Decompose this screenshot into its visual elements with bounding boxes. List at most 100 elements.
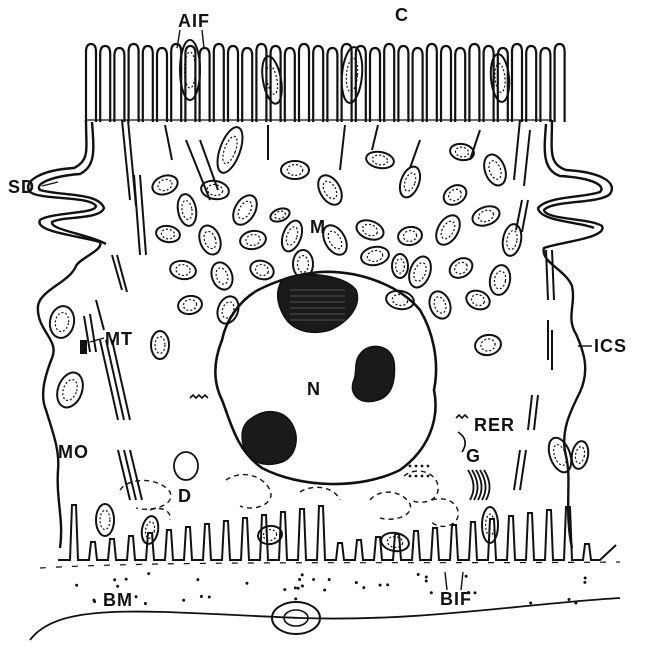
- microtubule: [140, 175, 146, 255]
- mitochondrion-outer: [360, 245, 391, 268]
- microvillus: [327, 48, 337, 122]
- mitochondrion-outer: [470, 203, 502, 229]
- vesicle: [421, 475, 424, 478]
- mitochondrion-cristae: [480, 338, 496, 352]
- bm-fibril: [246, 582, 248, 584]
- mitochondrion: [431, 211, 464, 249]
- mitochondrion: [169, 259, 198, 281]
- mitochondrion: [544, 435, 575, 476]
- mitochondrion: [47, 304, 76, 340]
- mitochondrion: [155, 224, 181, 244]
- mitochondrion: [239, 229, 268, 251]
- septate-desmosome-fold: [39, 122, 106, 244]
- mitochondrion: [473, 333, 502, 357]
- mitochondrion-cristae: [455, 146, 470, 158]
- label-ics: ICS: [594, 337, 627, 355]
- vesicle: [427, 475, 430, 478]
- aif-leader-right: [202, 30, 204, 48]
- bm-fibril: [135, 596, 137, 598]
- mitochondrion-cristae: [403, 230, 418, 243]
- microtubule: [534, 395, 538, 430]
- mitochondrion-outer: [208, 259, 236, 292]
- label-mt: MT: [105, 330, 133, 348]
- mitochondrion-outer: [151, 331, 169, 359]
- label-g: G: [466, 447, 481, 465]
- mitochondrion-cristae: [494, 63, 506, 93]
- mitochondrion: [397, 225, 424, 247]
- mitochondrion-cristae: [161, 228, 176, 240]
- mitochondrion-cristae: [487, 159, 504, 181]
- bm-fibril: [183, 599, 185, 601]
- mitochondrion-outer: [365, 150, 395, 171]
- mitochondrion-cristae: [298, 256, 309, 273]
- bm-upper-edge: [40, 562, 620, 568]
- bm-fibril: [355, 582, 357, 584]
- bm-fibril: [584, 577, 586, 579]
- bm-fibril: [430, 592, 432, 594]
- mitochondrion: [488, 263, 513, 296]
- mitochondrion-outer: [177, 294, 204, 316]
- bm-fibril: [575, 602, 577, 604]
- bm-fibril: [425, 576, 427, 578]
- bm-fibril: [530, 602, 532, 604]
- bm-fibril: [568, 599, 570, 601]
- microtubule: [96, 300, 104, 330]
- mitochondrion-outer: [248, 257, 277, 282]
- mitochondrion: [212, 124, 247, 176]
- mitochondrion-outer: [169, 259, 198, 281]
- rer-right: [456, 415, 468, 418]
- mitochondrion: [228, 191, 261, 229]
- bm-fibril: [387, 584, 389, 586]
- golgi-cisterna: [468, 470, 474, 500]
- microvillus: [555, 44, 565, 122]
- mitochondrion-cristae: [144, 521, 156, 539]
- mitochondrion-cristae: [263, 529, 278, 542]
- bm-fibril: [125, 578, 127, 580]
- mitochondrion-cristae: [60, 378, 80, 403]
- mitochondrion-cristae: [447, 187, 464, 203]
- bm-fibril: [200, 596, 202, 598]
- microtubule: [516, 200, 522, 230]
- mitochondrion: [405, 254, 435, 291]
- vacuole-outline: [150, 508, 170, 520]
- microvillus: [86, 44, 96, 122]
- microtubule: [546, 250, 548, 300]
- heterochromatin: [278, 275, 358, 333]
- microtubule: [90, 314, 96, 352]
- mitochondrion-outer: [313, 171, 346, 209]
- mitochondrion-cristae: [287, 165, 302, 176]
- mitochondrion-outer: [228, 191, 261, 229]
- vesicle: [421, 465, 424, 468]
- mitochondrion-cristae: [220, 300, 236, 320]
- mt-leader: [90, 338, 104, 342]
- bm-fibril: [144, 603, 146, 605]
- bm-fibril: [208, 596, 210, 598]
- rer-left: [190, 395, 208, 398]
- microtubule: [124, 450, 136, 500]
- microvillus: [498, 48, 508, 122]
- mitochondrion-outer: [500, 223, 523, 258]
- mitochondrion-cristae: [156, 177, 173, 192]
- microvillus: [413, 48, 423, 122]
- mitochondrion-outer: [440, 181, 470, 209]
- mitochondrion-outer: [354, 217, 386, 243]
- mitochondrion-cristae: [372, 154, 389, 166]
- microtubule: [165, 125, 172, 160]
- mitochondrion: [96, 504, 114, 536]
- label-c: C: [395, 6, 409, 24]
- vacuole-outline: [370, 492, 411, 519]
- mitochondrion: [208, 259, 236, 292]
- mitochondrion: [177, 294, 204, 316]
- nucleus: [215, 272, 436, 484]
- mitochondrion-outer: [426, 288, 454, 321]
- mitochondrion-cristae: [100, 510, 110, 529]
- mitochondrion-cristae: [396, 259, 405, 273]
- microvillus: [256, 44, 266, 122]
- vesicle: [415, 475, 418, 478]
- microtubule: [520, 450, 526, 490]
- microtubule-bundle: [80, 340, 87, 354]
- mitochondrion-outer: [278, 218, 306, 254]
- mitochondrion: [53, 369, 88, 411]
